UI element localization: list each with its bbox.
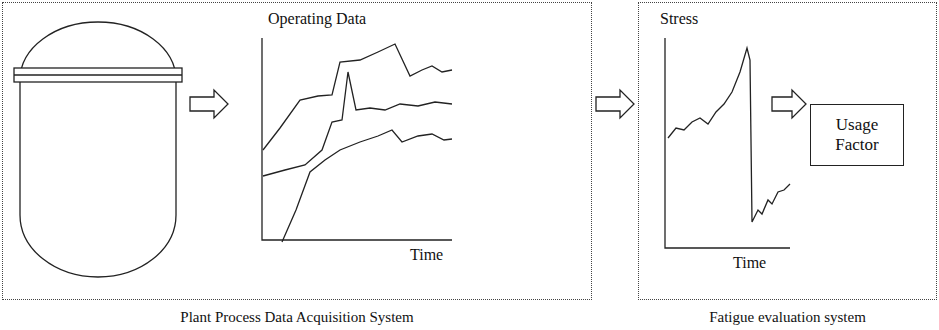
data-curve <box>263 72 452 176</box>
hollow-arrow-connector <box>596 90 634 118</box>
system-panel: Fatigue evaluation systemUsage Factor <box>638 2 937 300</box>
data-curve <box>282 130 452 242</box>
chart-axes <box>665 38 790 248</box>
hollow-arrow <box>772 90 806 118</box>
data-curve <box>263 44 452 150</box>
axis-label: Operating Data <box>268 10 366 28</box>
panel-caption: Plant Process Data Acquisition System <box>3 309 591 326</box>
hollow-arrow <box>190 90 228 118</box>
axis-label: Stress <box>660 10 698 28</box>
axis-label: Time <box>733 254 766 272</box>
chart-axes <box>262 38 452 240</box>
box-label: Usage Factor <box>811 109 903 162</box>
panel-caption: Fatigue evaluation system <box>639 309 936 326</box>
vessel-flange-line <box>14 74 182 75</box>
axis-label: Time <box>410 246 443 264</box>
reactor-vessel <box>20 22 176 277</box>
result-box: Usage Factor <box>810 104 904 166</box>
vessel-flange <box>14 68 182 82</box>
system-panel: Plant Process Data Acquisition System <box>2 2 592 300</box>
stress-curve <box>668 48 790 222</box>
